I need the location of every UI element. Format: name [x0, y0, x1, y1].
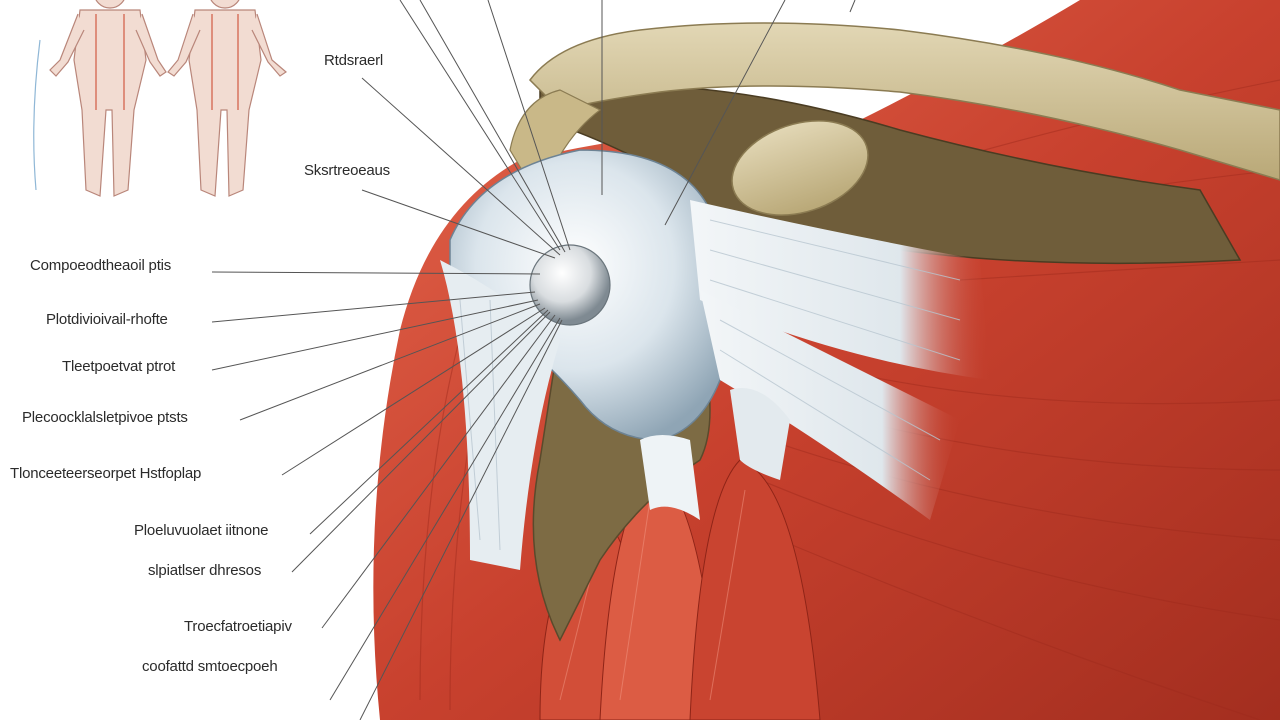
leader-line [211, 271, 541, 275]
label-3: Compoeodtheaoil ptis [30, 257, 172, 274]
label-1: Rtdsraerl [324, 52, 384, 69]
arm-muscle-bundles [539, 459, 821, 720]
leader-line [419, 0, 566, 253]
label-11: coofattd smtoecpoeh [142, 658, 278, 675]
leader-line [849, 0, 856, 13]
clavicle [529, 22, 1280, 181]
leader-line [211, 291, 536, 323]
leader-line [239, 303, 541, 421]
leader-lines [211, 0, 856, 720]
coracoid-process [731, 120, 869, 216]
body-thumbnail [33, 0, 287, 197]
leader-line [361, 189, 556, 259]
label-4: Plotdivioivail-rhofte [46, 311, 168, 328]
rotator-cuff-tendons [440, 200, 990, 570]
leader-line [321, 314, 556, 629]
leader-line [359, 319, 563, 720]
label-2: Sksrtreoeaus [304, 162, 390, 179]
leader-line [281, 307, 546, 476]
label-5: Tleetpoetvat ptrot [62, 358, 176, 375]
leader-line [487, 0, 571, 251]
label-9: slpiatlser dhresos [148, 562, 262, 579]
label-10: Troecfatroetiapiv [184, 618, 292, 635]
label-8: Ploeluvuolaet iitnone [134, 522, 269, 539]
label-6: Plecoocklalsletpivoe ptsts [22, 409, 188, 426]
label-7: Tlonceeteerseorpet Hstfoplap [10, 465, 202, 482]
leader-line [399, 0, 561, 251]
leader-line [361, 77, 561, 256]
body-figure-left [49, 0, 167, 197]
leader-line [664, 0, 786, 226]
thumbnail-outline [33, 39, 41, 191]
leader-line [291, 311, 551, 573]
leader-line [309, 309, 549, 535]
leader-line [329, 317, 561, 701]
leader-line [211, 299, 539, 371]
joint-ball [529, 244, 611, 326]
body-figure-right [167, 0, 287, 197]
